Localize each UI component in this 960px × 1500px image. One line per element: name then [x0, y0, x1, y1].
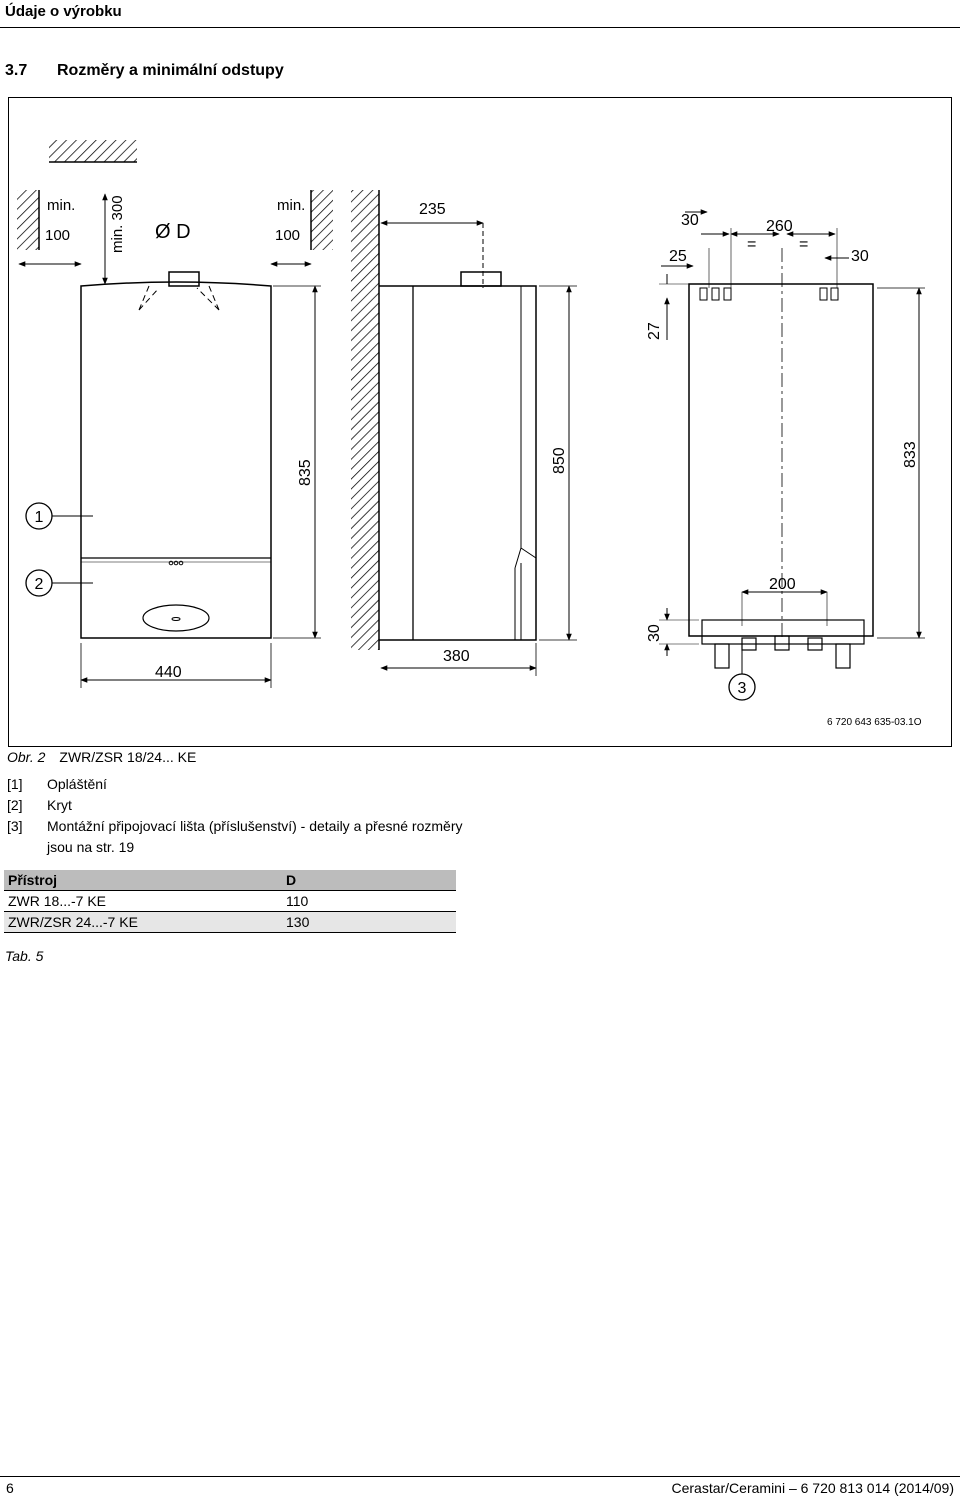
table-label: Tab. 5: [5, 948, 44, 964]
figure-caption-label: Obr. 2: [7, 749, 46, 765]
top-30-right-label: 30: [851, 248, 869, 265]
dimension-figure: min. 100 min. 300 Ø D min. 100 835 440 1…: [8, 97, 952, 747]
legend-text: Montážní připojovací lišta (příslušenstv…: [47, 818, 463, 855]
table-header-cell: D: [282, 870, 456, 891]
page-header-title: Údaje o výrobku: [5, 3, 122, 20]
footer-rule: [0, 1476, 960, 1477]
figure-caption: Obr. 2 ZWR/ZSR 18/24... KE: [7, 749, 196, 765]
front-height-label: 835: [297, 459, 314, 486]
table-cell: 110: [282, 890, 456, 912]
document-reference: Cerastar/Ceramini – 6 720 813 014 (2014/…: [671, 1480, 954, 1496]
legend-item: [3] Montážní připojovací lišta (přísluše…: [7, 816, 467, 858]
top-25-label: 25: [669, 248, 687, 265]
legend-item: [1] Opláštění: [7, 774, 467, 795]
equal-right-label: =: [799, 236, 808, 253]
figure-caption-text: ZWR/ZSR 18/24... KE: [59, 749, 197, 765]
dim-27-label: 27: [646, 322, 663, 340]
min-left-b-label: 100: [45, 227, 70, 244]
side-view: [379, 271, 537, 641]
figure-legend: [1] Opláštění [2] Kryt [3] Montážní přip…: [7, 774, 467, 858]
equal-left-label: =: [747, 236, 756, 253]
back-view: [688, 248, 874, 669]
side-height-label: 850: [551, 447, 568, 474]
min-left-a-label: min.: [47, 197, 75, 214]
side-wall-hatch: [351, 190, 379, 650]
ceiling-hatch: [49, 140, 137, 162]
legend-text: Opláštění: [47, 776, 107, 792]
min-right-b-label: 100: [275, 227, 300, 244]
table-row: ZWR 18...-7 KE 110: [4, 890, 456, 912]
dimension-drawing: min. 100 min. 300 Ø D min. 100 835 440 1…: [17, 140, 925, 728]
section-heading: 3.7 Rozměry a minimální odstupy: [5, 62, 284, 80]
table-cell: 130: [282, 911, 456, 933]
section-title: Rozměry a minimální odstupy: [57, 62, 284, 79]
back-height-label: 833: [902, 441, 919, 468]
section-number: 3.7: [5, 62, 28, 79]
table-header-cell: Přístroj: [4, 870, 282, 891]
pipe-connector: [774, 635, 790, 651]
top-260-label: 260: [766, 218, 793, 235]
legend-key: [2]: [7, 797, 23, 813]
min-right-a-label: min.: [277, 197, 305, 214]
figure-code: 6 720 643 635-03.1O: [827, 717, 922, 728]
table-cell: ZWR/ZSR 24...-7 KE: [4, 911, 282, 933]
callout-3-label: 3: [738, 680, 747, 697]
right-wall-hatch: [311, 190, 333, 250]
side-top-label: 235: [419, 201, 446, 218]
callout-2-label: 2: [35, 576, 44, 593]
table-row: ZWR/ZSR 24...-7 KE 130: [4, 911, 456, 933]
mounting-rail: [701, 619, 865, 645]
legend-text: Kryt: [47, 797, 72, 813]
left-wall-hatch: [17, 190, 39, 250]
top-30-left-label: 30: [681, 212, 699, 229]
pipe-connector: [714, 643, 730, 669]
side-depth-label: 380: [443, 648, 470, 665]
page-number: 6: [6, 1480, 14, 1496]
pipe-connector: [807, 637, 823, 651]
pipe-connector: [741, 637, 757, 651]
pipe-connector: [835, 643, 851, 669]
front-width-label: 440: [155, 664, 182, 681]
header-rule: [0, 27, 960, 28]
legend-key: [1]: [7, 776, 23, 792]
front-view: [80, 271, 272, 639]
spec-table: Přístroj D ZWR 18...-7 KE 110 ZWR/ZSR 24…: [4, 870, 456, 933]
table-header-row: Přístroj D: [4, 870, 456, 891]
legend-key: [3]: [7, 818, 23, 834]
dim-30-bottom-label: 30: [646, 624, 663, 642]
legend-item: [2] Kryt: [7, 795, 467, 816]
table-cell: ZWR 18...-7 KE: [4, 890, 282, 912]
min-top-label: min. 300: [109, 195, 126, 253]
diameter-label: Ø D: [155, 221, 191, 243]
dim-200-label: 200: [769, 576, 796, 593]
callout-1-label: 1: [35, 509, 44, 526]
